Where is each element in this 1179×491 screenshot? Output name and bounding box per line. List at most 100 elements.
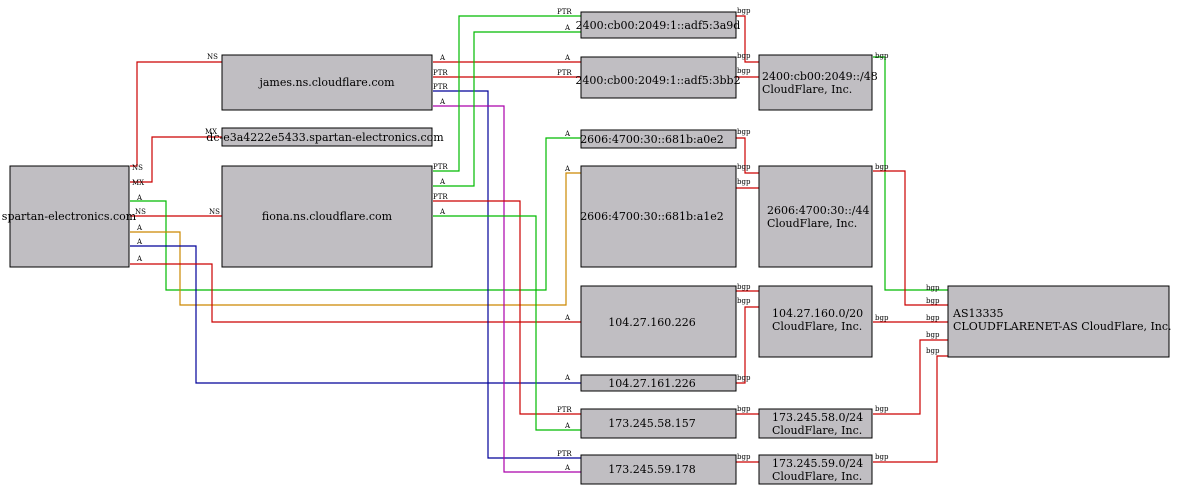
edge-label-bgp: bgp bbox=[875, 163, 889, 171]
edge-bgp-ip4b-net4a bbox=[736, 306, 759, 384]
node-spartan-electronics[interactable]: spartan-electronics.com bbox=[2, 165, 137, 268]
edge-label-ptr: PTR bbox=[433, 69, 448, 77]
edge-label-bgp: bgp bbox=[875, 405, 889, 413]
edge-label-a: A bbox=[564, 314, 571, 322]
node-as13335[interactable]: AS13335 CLOUDFLARENET-AS CloudFlare, Inc… bbox=[947, 285, 1172, 358]
node-netblock-104-27-160-20[interactable]: 104.27.160.0/20 CloudFlare, Inc. bbox=[758, 285, 873, 358]
edge-label-a: A bbox=[136, 238, 143, 246]
edge-label-a: A bbox=[564, 165, 571, 173]
node-label: 104.27.160.226 bbox=[608, 316, 695, 329]
node-label: AS13335 bbox=[952, 307, 1003, 320]
node-label: 2400:cb00:2049::/48 bbox=[762, 70, 878, 83]
node-ip-173-245-59-178[interactable]: 173.245.59.178 bbox=[580, 454, 737, 485]
node-label: james.ns.cloudflare.com bbox=[257, 76, 395, 89]
node-ip-2606-a1e2[interactable]: 2606:4700:30::681b:a1e2 bbox=[580, 165, 737, 268]
edge-label-ptr: PTR bbox=[433, 193, 448, 201]
node-dc-host[interactable]: dc-e3a4222e5433.spartan-electronics.com bbox=[206, 127, 444, 147]
node-org: CloudFlare, Inc. bbox=[772, 470, 862, 483]
edge-label-a: A bbox=[136, 224, 143, 232]
node-ip-2400-3bb2[interactable]: 2400:cb00:2049:1::adf5:3bb2 bbox=[575, 56, 741, 99]
edge-label-bgp: bgp bbox=[737, 52, 751, 60]
edge-bgp-net4b-as bbox=[873, 339, 948, 415]
edge-labels: NS MX NS MX A NS NS A A A A PTR PTR A PT… bbox=[132, 7, 940, 472]
edge-a-fiona-ip6a bbox=[433, 31, 581, 187]
edge-label-a: A bbox=[439, 178, 446, 186]
edge-label-bgp: bgp bbox=[926, 314, 940, 322]
node-ip-104-27-160-226[interactable]: 104.27.160.226 bbox=[580, 285, 737, 358]
edge-label-bgp: bgp bbox=[737, 405, 751, 413]
edge-label-a: A bbox=[564, 422, 571, 430]
edge-bgp-net6a-as bbox=[873, 56, 948, 291]
edge-a-spartan-ip6c bbox=[130, 137, 581, 291]
node-label: 104.27.161.226 bbox=[608, 377, 695, 390]
edge-label-ns: NS bbox=[132, 164, 143, 172]
node-netblock-2606-44[interactable]: 2606:4700:30::/44 CloudFlare, Inc. bbox=[758, 165, 873, 268]
edge-bgp-ip6a-net6a bbox=[736, 15, 759, 63]
node-org: CLOUDFLARENET-AS CloudFlare, Inc. bbox=[953, 320, 1172, 333]
node-netblock-173-245-58-24[interactable]: 173.245.58.0/24 CloudFlare, Inc. bbox=[758, 408, 873, 439]
node-fiona-ns[interactable]: fiona.ns.cloudflare.com bbox=[221, 165, 433, 268]
edge-label-bgp: bgp bbox=[737, 128, 751, 136]
node-james-ns[interactable]: james.ns.cloudflare.com bbox=[221, 54, 433, 111]
edge-label-a: A bbox=[564, 130, 571, 138]
edge-label-bgp: bgp bbox=[875, 314, 889, 322]
edge-label-bgp: bgp bbox=[926, 284, 940, 292]
node-label: 2400:cb00:2049:1::adf5:3bb2 bbox=[575, 74, 740, 87]
edge-label-mx: MX bbox=[132, 179, 144, 187]
edge-label-mx: MX bbox=[205, 128, 217, 136]
edge-label-ptr: PTR bbox=[557, 450, 572, 458]
edge-label-a: A bbox=[439, 208, 446, 216]
edge-label-a: A bbox=[564, 54, 571, 62]
edge-a-fiona-ip4c bbox=[433, 215, 581, 431]
node-label: 2606:4700:30::681b:a0e2 bbox=[580, 133, 724, 146]
edge-label-bgp: bgp bbox=[737, 453, 751, 461]
edge-label-a: A bbox=[564, 374, 571, 382]
edge-bgp-net6b-as bbox=[873, 170, 948, 306]
edge-label-bgp: bgp bbox=[737, 178, 751, 186]
edges bbox=[130, 15, 948, 473]
edge-label-ptr: PTR bbox=[557, 69, 572, 77]
edge-a-james-ip4d bbox=[433, 105, 581, 473]
edge-label-a: A bbox=[439, 54, 446, 62]
edge-label-bgp: bgp bbox=[926, 297, 940, 305]
edge-label-ptr: PTR bbox=[433, 83, 448, 91]
node-ip-2400-3a9d[interactable]: 2400:cb00:2049:1::adf5:3a9d bbox=[576, 11, 741, 39]
edge-label-ptr: PTR bbox=[557, 8, 572, 16]
node-ip-2606-a0e2[interactable]: 2606:4700:30::681b:a0e2 bbox=[580, 129, 737, 149]
edge-label-bgp: bgp bbox=[737, 374, 751, 382]
node-label: 173.245.59.178 bbox=[608, 463, 695, 476]
node-label: 2606:4700:30::/44 bbox=[767, 204, 870, 217]
edge-label-a: A bbox=[439, 98, 446, 106]
node-label: 173.245.59.0/24 bbox=[772, 457, 863, 470]
edge-label-bgp: bgp bbox=[875, 453, 889, 461]
edge-label-bgp: bgp bbox=[875, 52, 889, 60]
node-netblock-173-245-59-24[interactable]: 173.245.59.0/24 CloudFlare, Inc. bbox=[758, 454, 873, 485]
edge-label-bgp: bgp bbox=[737, 283, 751, 291]
node-org: CloudFlare, Inc. bbox=[772, 320, 862, 333]
edge-bgp-net4c-as bbox=[873, 355, 948, 463]
edge-label-a: A bbox=[564, 464, 571, 472]
node-ip-104-27-161-226[interactable]: 104.27.161.226 bbox=[580, 374, 737, 392]
node-org: CloudFlare, Inc. bbox=[772, 424, 862, 437]
edge-label-bgp: bgp bbox=[926, 347, 940, 355]
edge-label-ns: NS bbox=[207, 53, 218, 61]
edge-a-spartan-ip4a bbox=[130, 263, 581, 323]
node-label: 2400:cb00:2049:1::adf5:3a9d bbox=[576, 19, 741, 32]
edge-bgp-ip6c-net6b bbox=[736, 137, 759, 174]
nodes: spartan-electronics.com james.ns.cloudfl… bbox=[2, 11, 1172, 485]
node-label: 173.245.58.0/24 bbox=[772, 411, 863, 424]
edge-label-a: A bbox=[136, 255, 143, 263]
node-org: CloudFlare, Inc. bbox=[767, 217, 857, 230]
node-ip-173-245-58-157[interactable]: 173.245.58.157 bbox=[580, 408, 737, 439]
node-label: 2606:4700:30::681b:a1e2 bbox=[580, 210, 724, 223]
node-netblock-2400-48[interactable]: 2400:cb00:2049::/48 CloudFlare, Inc. bbox=[758, 54, 878, 111]
edge-label-a: A bbox=[564, 24, 571, 32]
edge-label-bgp: bgp bbox=[737, 297, 751, 305]
node-label: 104.27.160.0/20 bbox=[772, 307, 863, 320]
edge-label-ns: NS bbox=[135, 208, 146, 216]
edge-label-a: A bbox=[136, 194, 143, 202]
edge-ptr-fiona-ip6a bbox=[433, 15, 581, 172]
node-label: 173.245.58.157 bbox=[608, 417, 695, 430]
node-org: CloudFlare, Inc. bbox=[762, 83, 852, 96]
